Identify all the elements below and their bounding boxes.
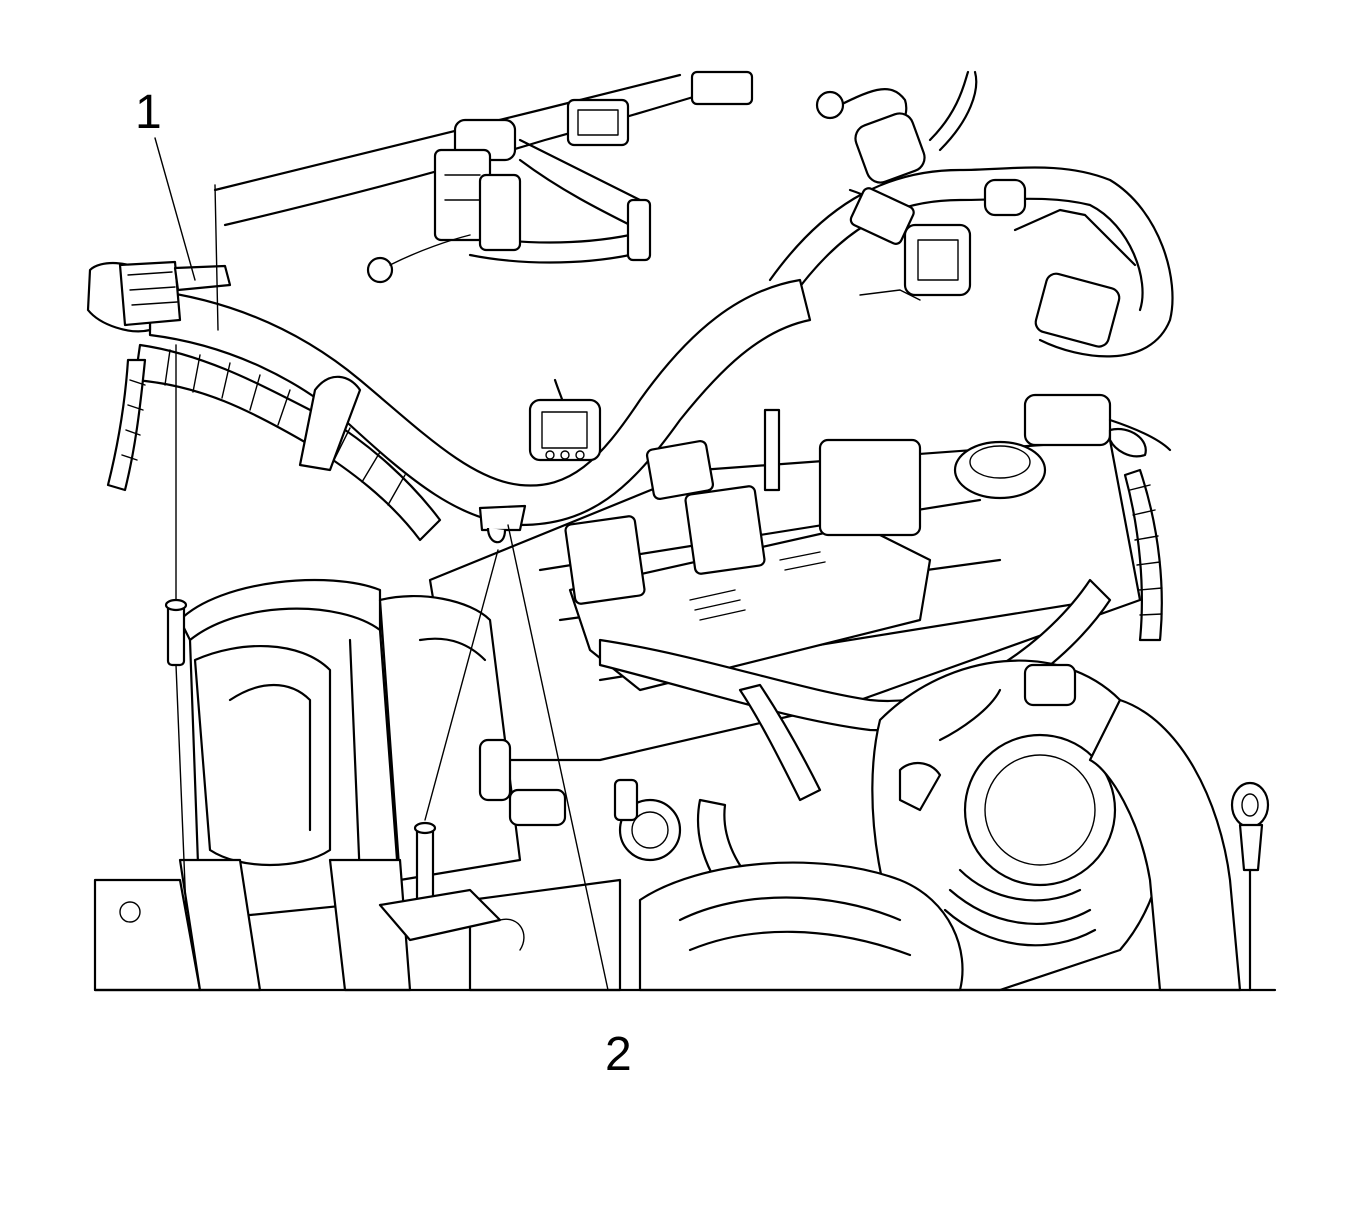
leader-lines: [154, 137, 609, 991]
upper-connector-group: [366, 70, 754, 284]
manifold-studs: [164, 598, 502, 942]
throttle-body: [871, 659, 1167, 992]
ground-ring-terminal: [1230, 781, 1270, 992]
right-upper-harness: [768, 70, 1174, 358]
callout-1-label: 1: [135, 86, 162, 139]
harness-connector: [528, 378, 602, 462]
engine-assembly: [93, 393, 1270, 992]
harness-stud: [478, 504, 527, 544]
harness-clip: [118, 184, 232, 331]
callout-2-label: 2: [605, 1028, 632, 1081]
main-harness: [86, 184, 812, 544]
